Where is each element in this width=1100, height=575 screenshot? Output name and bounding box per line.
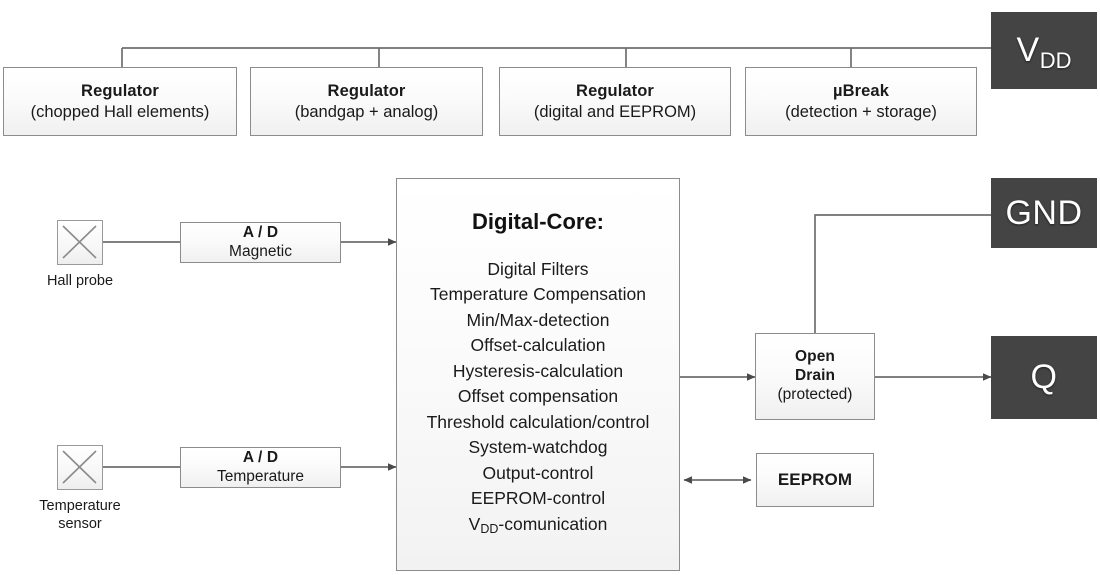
digital-core-title: Digital-Core:: [472, 209, 604, 234]
core-function-item: Threshold calculation/control: [426, 411, 650, 432]
digital-core-block[interactable]: Digital-Core: Digital Filters Temperatur…: [396, 178, 680, 571]
open-drain-line2: Drain: [794, 367, 836, 385]
core-function-item: System-watchdog: [468, 437, 608, 458]
q-pad[interactable]: Q: [991, 336, 1097, 419]
digital-core-function-list: Digital Filters Temperature Compensation…: [427, 257, 650, 537]
ad-temperature-title: A / D: [242, 448, 279, 466]
cross-icon: [62, 450, 97, 484]
core-function-item: Output-control: [482, 462, 594, 483]
gnd-pad[interactable]: GND: [991, 178, 1097, 248]
core-function-item: Min/Max-detection: [466, 309, 610, 330]
vdd-prefix: V: [468, 513, 481, 534]
core-function-item: Digital Filters: [487, 259, 589, 279]
ubreak-subtitle: (detection + storage): [785, 102, 937, 121]
vdd-subscript: DD: [1039, 48, 1072, 73]
regulator-bandgap-title: Regulator: [327, 82, 406, 101]
core-function-item: Offset-calculation: [470, 335, 606, 356]
core-function-item: Temperature Compensation: [430, 284, 646, 305]
hall-probe-caption: Hall probe: [46, 273, 114, 289]
q-label: Q: [1030, 358, 1058, 396]
vdd-suffix: -comunication: [498, 513, 608, 534]
ad-magnetic-title: A / D: [242, 223, 279, 241]
ad-magnetic-subtitle: Magnetic: [229, 242, 292, 260]
gnd-label: GND: [1005, 193, 1083, 232]
core-function-item: Offset compensation: [457, 386, 619, 407]
eeprom-label: EEPROM: [777, 469, 853, 489]
vdd-pad[interactable]: VDD: [991, 12, 1097, 89]
regulator-digital-subtitle: (digital and EEPROM): [533, 102, 697, 121]
wire-gnd-to-opendrain: [814, 214, 991, 333]
regulator-digital-block[interactable]: Regulator (digital and EEPROM): [499, 67, 731, 136]
cross-icon: [62, 225, 97, 259]
temperature-sensor-element[interactable]: [57, 445, 103, 490]
core-function-item: EEPROM-control: [470, 488, 606, 509]
core-function-item: Hysteresis-calculation: [452, 360, 624, 381]
eeprom-block[interactable]: EEPROM: [756, 453, 874, 507]
core-function-item-vdd: VDD-comunication: [469, 512, 608, 537]
open-drain-block[interactable]: Open Drain (protected): [755, 333, 875, 420]
open-drain-line3: (protected): [777, 385, 853, 403]
ad-temperature-block[interactable]: A / D Temperature: [180, 447, 341, 488]
regulator-digital-title: Regulator: [576, 82, 654, 101]
regulator-hall-subtitle: (chopped Hall elements): [30, 102, 210, 121]
regulator-hall-title: Regulator: [81, 82, 159, 101]
regulator-bandgap-subtitle: (bandgap + analog): [294, 102, 439, 121]
hall-probe-element[interactable]: [57, 220, 103, 265]
ad-temperature-subtitle: Temperature: [216, 467, 304, 485]
regulator-bandgap-block[interactable]: Regulator (bandgap + analog): [250, 67, 483, 136]
temperature-sensor-caption: Temperature sensor: [39, 498, 121, 533]
vdd-subscript: DD: [480, 521, 499, 536]
ubreak-block[interactable]: µBreak (detection + storage): [745, 67, 977, 136]
ubreak-title: µBreak: [833, 82, 889, 101]
vdd-label: V: [1016, 31, 1040, 69]
regulator-hall-block[interactable]: Regulator (chopped Hall elements): [3, 67, 237, 136]
open-drain-line1: Open: [794, 348, 835, 366]
ad-magnetic-block[interactable]: A / D Magnetic: [180, 222, 341, 263]
